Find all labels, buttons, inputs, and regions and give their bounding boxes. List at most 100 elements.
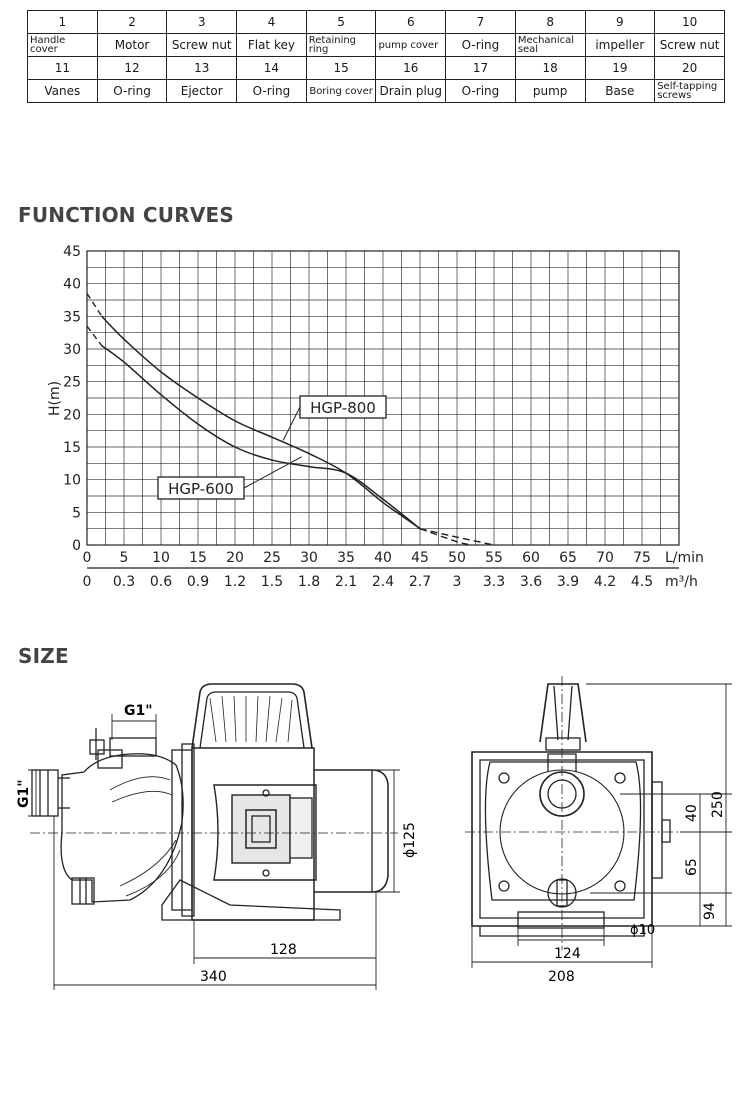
y-tick-label: 35 [63,309,81,325]
part-name: Ejector [166,79,238,103]
part-name: Handle cover [27,33,98,57]
x-secondary-tick-label: 1.8 [298,574,320,590]
part-name: Drain plug [375,79,447,103]
dim-height-b: 65 [684,858,700,876]
x-secondary-tick-label: 0.3 [113,574,135,590]
part-name: Boring cover [305,79,377,103]
curve-hgp-600 [101,345,421,530]
side-view-dimensions [28,714,400,990]
plot-frame [86,250,680,546]
annotation-box [299,395,387,419]
part-number: 12 [96,56,168,80]
y-tick-label: 40 [63,277,81,293]
x-tick-label: 55 [485,550,503,566]
x-secondary-tick-label: 2.7 [409,574,431,590]
x-secondary-tick-label: 3 [453,574,462,590]
x-tick-label: 10 [152,550,170,566]
x-tick-label: 25 [263,550,281,566]
y-tick-label: 5 [72,505,81,521]
y-tick-label: 10 [63,473,81,489]
dim-base-width: 124 [554,946,581,962]
y-axis-label: H(m) [47,381,63,416]
part-name: Motor [96,33,168,57]
curve-extension-hgp-800 [419,527,495,546]
x-secondary-tick-label: 1.5 [261,574,283,590]
y-tick-label: 25 [63,375,81,391]
x-tick-label: 50 [448,550,466,566]
x-tick-label: 35 [337,550,355,566]
size-title: SIZE [18,644,69,668]
x-secondary-tick-label: 3.3 [483,574,505,590]
y-tick-label: 30 [63,342,81,358]
x-secondary-tick-label: 1.2 [224,574,246,590]
part-number: 5 [305,10,377,34]
function-curves-title: FUNCTION CURVES [18,203,234,227]
curve-dashed-start-hgp-600 [86,325,103,347]
y-tick-label: 20 [63,407,81,423]
part-number: 18 [514,56,586,80]
part-name: impeller [584,33,656,57]
x-axis-secondary-label: m³/h [665,574,698,590]
part-name: O-ring [236,79,307,103]
annotation-box [157,476,245,500]
part-name: O-ring [445,79,516,103]
front-view-drawing [465,676,680,950]
side-view-drawing [30,683,398,921]
part-name: O-ring [96,79,168,103]
y-tick-label: 45 [63,244,81,260]
part-name: Flat key [236,33,307,57]
part-number: 10 [654,10,725,34]
x-tick-label: 75 [633,550,651,566]
x-tick-label: 15 [189,550,207,566]
annotation-leader [282,406,301,441]
dim-inlet-top: G1" [124,703,153,719]
dim-height-a: 40 [684,804,700,822]
y-tick-label: 15 [63,440,81,456]
part-number: 15 [305,56,377,80]
x-tick-label: 60 [522,550,540,566]
x-tick-label: 65 [559,550,577,566]
y-tick-label: 0 [72,538,81,554]
dim-total-height: 250 [710,791,726,818]
front-view-dimensions [471,683,732,968]
x-secondary-tick-label: 3.6 [520,574,542,590]
x-tick-label: 40 [374,550,392,566]
x-secondary-tick-label: 0.6 [150,574,172,590]
dim-base-length: 128 [270,942,297,958]
series-annotation-label: HGP-600 [168,480,234,498]
dim-diameter: ϕ125 [402,822,418,858]
part-name: Self-tapping screws [654,79,725,103]
dim-total-width: 208 [548,969,575,985]
dim-inlet-side: G1" [16,779,32,808]
x-tick-label: 70 [596,550,614,566]
dim-hole: ϕ10 [630,923,655,938]
annotation-leader [243,456,302,489]
x-secondary-tick-label: 4.2 [594,574,616,590]
part-number: 6 [375,10,447,34]
part-name: Retaining ring [305,33,377,57]
part-name: Base [584,79,656,103]
part-name: O-ring [445,33,516,57]
x-secondary-tick-label: 3.9 [557,574,579,590]
part-name: Screw nut [654,33,725,57]
x-tick-label: 5 [120,550,129,566]
x-secondary-tick-label: 2.1 [335,574,357,590]
curve-dashed-start-hgp-800 [86,293,103,317]
part-name: Vanes [27,79,98,103]
x-tick-label: 0 [83,550,92,566]
x-tick-label: 30 [300,550,318,566]
curve-hgp-800 [101,315,421,530]
x-secondary-tick-label: 0 [83,574,92,590]
series-annotation-label: HGP-800 [310,399,376,417]
part-number: 13 [166,56,238,80]
x-axis-label: L/min [665,550,704,566]
x-secondary-tick-label: 0.9 [187,574,209,590]
x-tick-label: 20 [226,550,244,566]
